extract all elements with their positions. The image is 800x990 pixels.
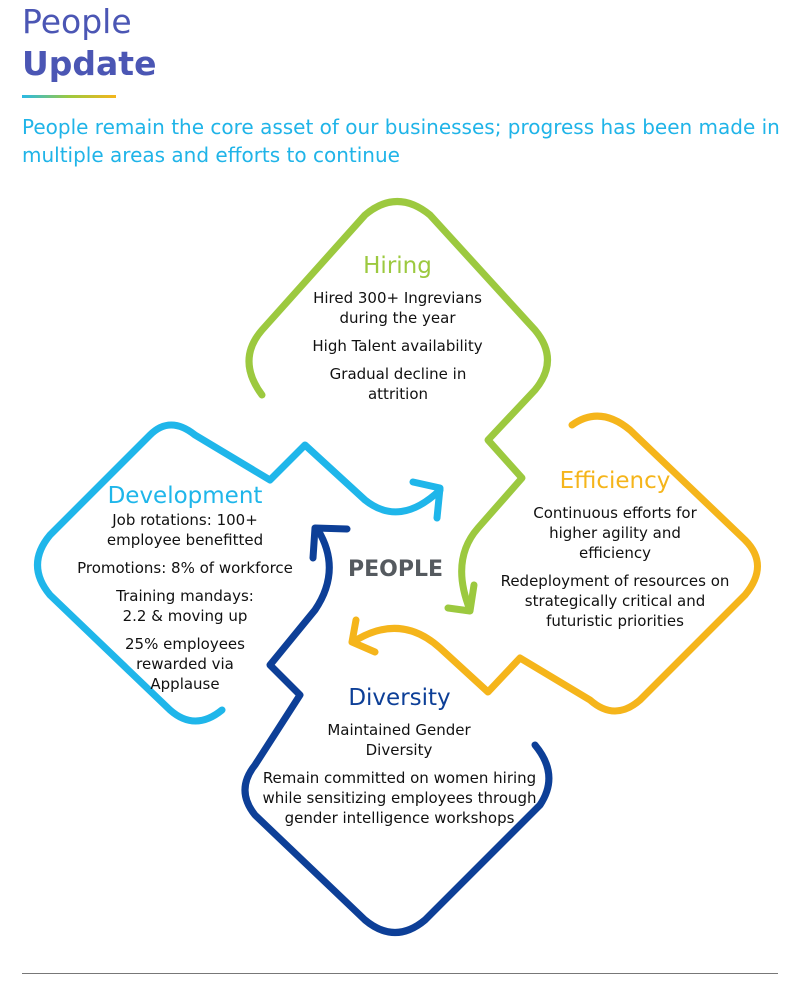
diversity-arrowhead-icon bbox=[309, 524, 351, 562]
efficiency-title: Efficiency bbox=[559, 468, 671, 494]
footer-divider bbox=[22, 973, 778, 974]
diversity-loop bbox=[241, 524, 553, 936]
development-point: Job rotations: 100+ employee benefitted bbox=[106, 511, 264, 549]
development-loop bbox=[34, 421, 444, 725]
diversity-point: Remain committed on women hiring while s… bbox=[262, 769, 537, 827]
efficiency-loop bbox=[348, 412, 761, 715]
page-title-line1: People bbox=[22, 2, 132, 41]
efficiency-block: Efficiency Continuous efforts for higher… bbox=[500, 467, 730, 639]
page-title-line2: Update bbox=[22, 44, 157, 83]
gradient-divider bbox=[22, 95, 116, 98]
efficiency-point: Redeployment of resources on strategical… bbox=[500, 572, 730, 630]
efficiency-arrowhead-icon bbox=[348, 616, 379, 656]
hiring-block: Hiring Hired 300+ Ingrevians during the … bbox=[290, 252, 505, 412]
development-arrowhead-icon bbox=[409, 478, 444, 522]
development-point: Promotions: 8% of workforce bbox=[77, 559, 293, 577]
development-block: Development Job rotations: 100+ employee… bbox=[55, 482, 315, 702]
center-label: PEOPLE bbox=[348, 557, 444, 582]
hiring-arrowhead-icon bbox=[444, 581, 478, 615]
efficiency-point: Continuous efforts for higher agility an… bbox=[533, 504, 697, 562]
diversity-point: Maintained Gender Diversity bbox=[327, 721, 471, 759]
diversity-title: Diversity bbox=[348, 685, 451, 711]
hiring-point: Hired 300+ Ingrevians during the year bbox=[313, 289, 482, 327]
hiring-loop bbox=[245, 198, 551, 615]
development-title: Development bbox=[107, 483, 263, 509]
hiring-point: Gradual decline in attrition bbox=[329, 365, 467, 403]
page-subtitle: People remain the core asset of our busi… bbox=[22, 115, 780, 167]
development-point: 25% employees rewarded via Applause bbox=[125, 635, 245, 693]
hiring-title: Hiring bbox=[363, 253, 432, 279]
hiring-point: High Talent availability bbox=[312, 337, 483, 355]
diversity-block: Diversity Maintained Gender Diversity Re… bbox=[262, 684, 537, 836]
development-point: Training mandays: 2.2 & moving up bbox=[116, 587, 254, 625]
